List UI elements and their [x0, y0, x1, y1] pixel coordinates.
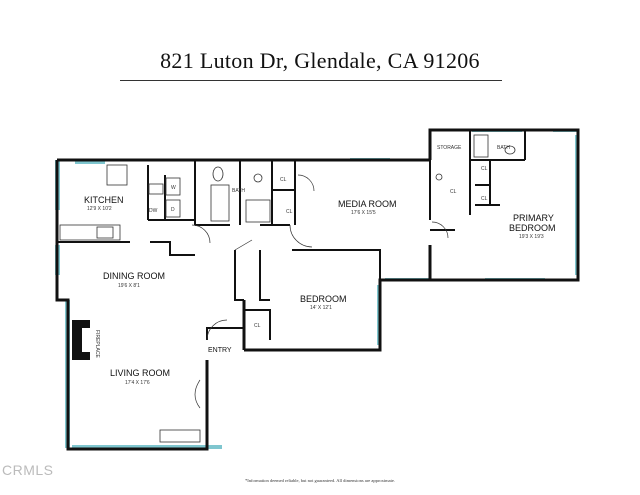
doors: [191, 174, 449, 409]
closet-label: CL: [450, 189, 457, 195]
room-name-media: MEDIA ROOM: [338, 199, 397, 209]
room-dims-bedroom: 14' X 12'1: [310, 305, 332, 311]
stove: [96, 226, 114, 239]
shower: [245, 199, 271, 223]
bath-label: BATH: [232, 188, 245, 194]
room-dims-kitchen: 12'9 X 10'2: [87, 206, 112, 212]
closet-label: CL: [286, 209, 293, 215]
washer-label: W: [171, 185, 176, 191]
page-title: 821 Luton Dr, Glendale, CA 91206: [160, 48, 480, 73]
counter: [59, 224, 121, 241]
bath-label: BATH: [497, 145, 510, 151]
storage-label: STORAGE: [437, 145, 462, 151]
fridge: [106, 164, 128, 186]
bench: [159, 429, 201, 443]
sink: [435, 173, 443, 181]
room-dims-primary: 19'3 X 19'3: [519, 234, 544, 240]
closet-label: CL: [280, 177, 287, 183]
toilet: [212, 166, 224, 182]
bath-fixtures: [159, 134, 516, 443]
dryer-label: D: [171, 207, 175, 213]
toilet: [504, 145, 516, 155]
washer: [165, 177, 181, 196]
room-dims-media: 17'6 X 15'5: [351, 210, 376, 216]
bathtub: [210, 184, 230, 222]
exterior-walls: [55, 128, 580, 451]
room-name-bedroom: BEDROOM: [300, 294, 347, 304]
window: [75, 161, 105, 164]
room-name-kitchen: KITCHEN: [84, 195, 124, 205]
room-dims-dining: 19'6 X 8'1: [118, 283, 140, 289]
room-name-dining: DINING ROOM: [103, 271, 165, 281]
window: [72, 445, 222, 449]
closet-label: CL: [254, 323, 261, 329]
closet-label: CL: [481, 166, 488, 172]
disclaimer: *Information deemed reliable, but not gu…: [245, 478, 395, 483]
room-name-primary: PRIMARY: [513, 213, 554, 223]
fireplace-label: FIREPLACE: [94, 330, 100, 358]
watermark-logo: CRMLS: [2, 462, 54, 478]
fireplace: [72, 320, 92, 360]
kitchen-fixtures: [59, 164, 181, 241]
entry-label: ENTRY: [208, 347, 232, 354]
sink: [148, 183, 164, 195]
room-name-living: LIVING ROOM: [110, 368, 170, 378]
room-name-primary-2: BEDROOM: [509, 223, 556, 233]
room-dims-living: 17'4 X 17'6: [125, 380, 150, 386]
shower: [473, 134, 489, 158]
dishwasher-label: DW: [149, 208, 158, 214]
windows: [55, 129, 579, 449]
interior-walls: [57, 130, 526, 340]
sink: [253, 173, 263, 183]
title-divider: [120, 80, 502, 81]
closet-label: CL: [481, 196, 488, 202]
dryer: [165, 199, 181, 218]
